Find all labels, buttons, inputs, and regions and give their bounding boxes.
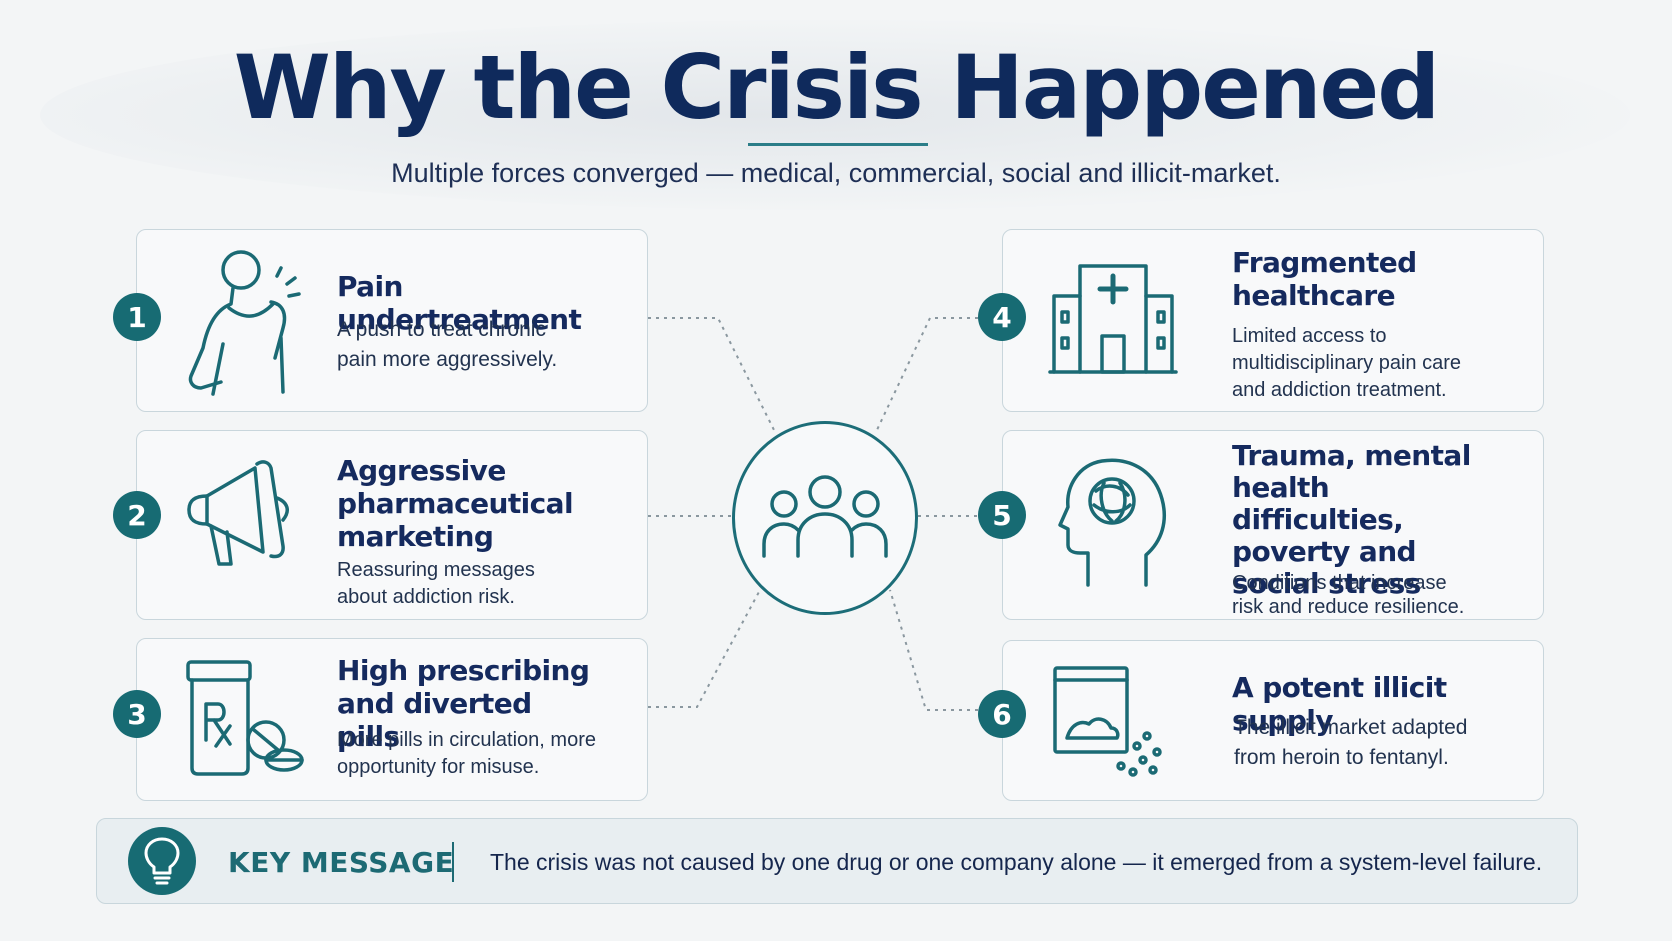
factor-heading-5: Trauma, mental health difficulties, pove…: [1232, 439, 1471, 600]
page-title: Why the Crisis Happened: [233, 36, 1440, 139]
factor-number-4: 4: [978, 293, 1026, 341]
factor-heading-4: Fragmented healthcare: [1232, 246, 1417, 312]
factor-heading-1: Pain undertreatment: [337, 270, 582, 336]
factor-card-2: [136, 430, 648, 620]
page-subtitle: Multiple forces converged — medical, com…: [391, 158, 1281, 188]
lightbulb-icon: [128, 827, 196, 895]
person-pain-icon: [185, 248, 310, 396]
key-message-box: [96, 818, 1578, 904]
head-brain-icon: [1058, 455, 1168, 587]
factor-description-2: Reassuring messages about addiction risk…: [337, 559, 535, 608]
factor-number-1: 1: [113, 293, 161, 341]
factor-heading-6: A potent illicit supply: [1232, 671, 1447, 737]
central-hub: [732, 421, 918, 615]
title-underline: [748, 143, 928, 146]
key-message-divider: [452, 842, 454, 882]
key-message-text: The crisis was not caused by one drug or…: [490, 849, 1543, 875]
factor-card-5: [1002, 430, 1544, 620]
factor-description-4: Limited access to multidisciplinary pain…: [1232, 325, 1461, 401]
factor-number-2: 2: [113, 491, 161, 539]
factor-number-3: 3: [113, 690, 161, 738]
background-map-silhouette: [40, 20, 1630, 210]
factor-description-1: A push to treat chronic pain more aggres…: [337, 318, 558, 371]
people-group-icon: [760, 474, 890, 560]
key-message-label: KEY MESSAGE: [228, 846, 455, 879]
factor-number-5: 5: [978, 491, 1026, 539]
factor-card-4: [1002, 229, 1544, 412]
factor-number-6: 6: [978, 690, 1026, 738]
hospital-icon: [1048, 262, 1178, 374]
factor-description-3: More pills in circulation, more opportun…: [337, 729, 596, 778]
factor-description-5: Conditions that increase risk and reduce…: [1232, 572, 1465, 618]
factor-heading-2: Aggressive pharmaceutical marketing: [337, 454, 574, 553]
factor-description-6: The illicit market adapted from heroin t…: [1234, 716, 1468, 769]
factor-heading-3: High prescribing and diverted pills: [337, 654, 590, 753]
megaphone-icon: [185, 458, 297, 570]
powder-bag-icon: [1053, 666, 1167, 778]
pill-bottle-rx-icon: [186, 660, 304, 776]
